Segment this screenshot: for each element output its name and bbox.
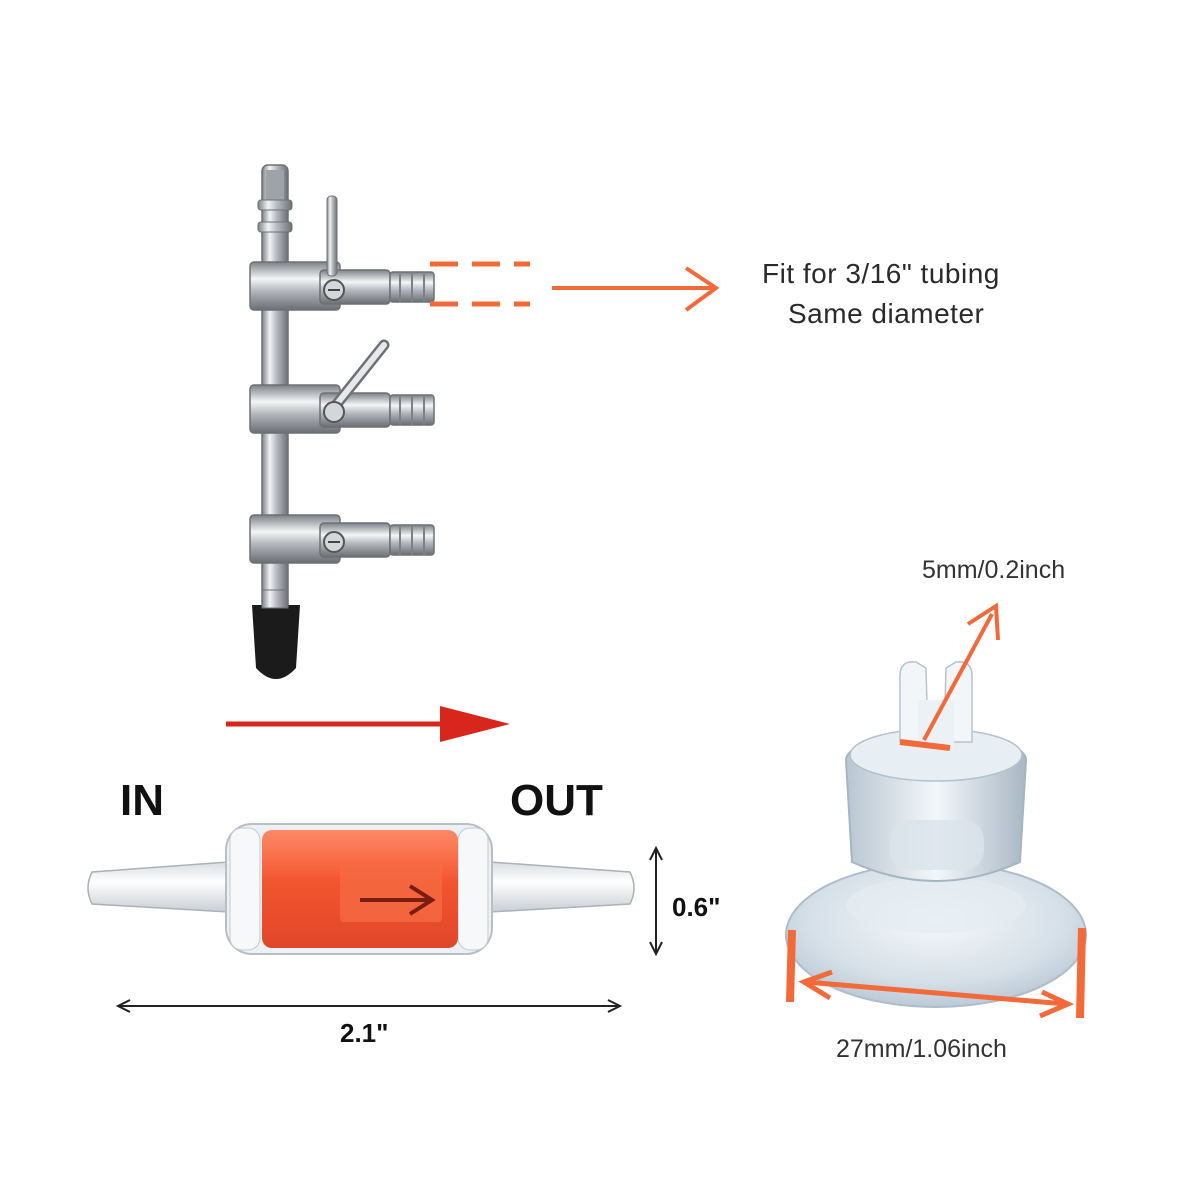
height-label: 0.6" (672, 892, 721, 922)
same-diameter-label: Same diameter (788, 298, 985, 329)
tube-size-label: 5mm/0.2inch (922, 556, 1066, 584)
flow-direction-arrow (226, 706, 510, 742)
fit-tubing-label: Fit for 3/16" tubing (762, 258, 1000, 289)
valve-outlet-1 (249, 195, 435, 311)
tube-size-arrow (899, 602, 1000, 751)
valve-outlet-2 (249, 339, 435, 434)
in-label: IN (120, 776, 164, 825)
cup-size-label: 27mm/1.06inch (836, 1035, 1007, 1063)
valve-outlet-3 (249, 514, 435, 564)
out-label: OUT (510, 776, 603, 825)
height-dimension (649, 845, 663, 957)
cup-diameter-marker (786, 927, 1086, 1019)
length-dimension (115, 999, 623, 1013)
suction-cup (785, 661, 1087, 1008)
length-label: 2.1" (340, 1018, 389, 1048)
air-valve-manifold (249, 164, 435, 679)
tubing-dashes (430, 261, 530, 307)
fit-arrow (552, 266, 720, 312)
check-valve (87, 823, 635, 955)
